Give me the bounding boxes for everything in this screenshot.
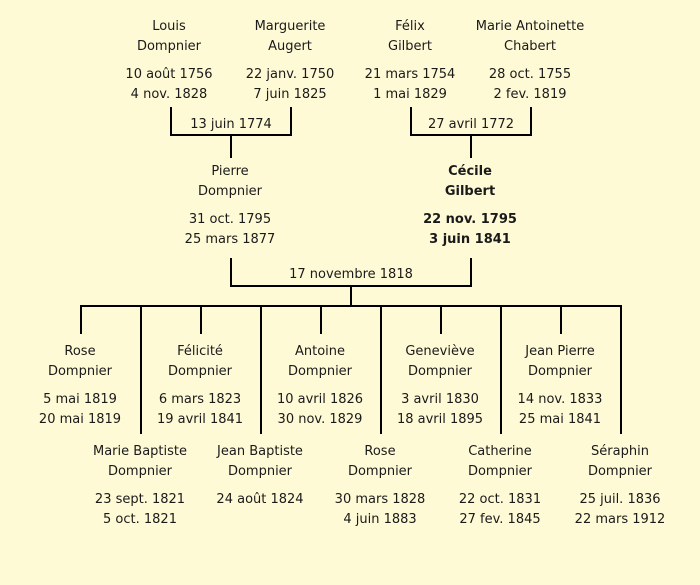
marriage-date-gp-left: 13 juin 1774: [190, 117, 272, 132]
death-date: 4 juin 1883: [343, 512, 417, 527]
birth-date: 25 juil. 1836: [579, 492, 661, 507]
first-name: Antoine: [294, 344, 346, 359]
birth-date: 10 avril 1826: [276, 392, 364, 407]
first-name: Rose: [64, 344, 96, 359]
death-date: 2 fev. 1819: [493, 87, 567, 102]
first-name: Marie Antoinette: [475, 19, 585, 34]
last-name: Dompnier: [407, 364, 473, 379]
birth-date: 22 janv. 1750: [245, 67, 335, 82]
first-name: Marguerite: [254, 19, 326, 34]
last-name: Dompnier: [227, 464, 293, 479]
last-name: Dompnier: [527, 364, 593, 379]
first-name: Geneviève: [405, 344, 475, 359]
birth-date: 10 août 1756: [125, 67, 213, 82]
last-name: Dompnier: [47, 364, 113, 379]
last-name: Dompnier: [136, 39, 202, 54]
person-child-7: Geneviève Dompnier 3 avril 1830 18 avril…: [375, 342, 505, 430]
birth-date: 3 avril 1830: [401, 392, 479, 407]
last-name: Chabert: [504, 39, 556, 54]
first-name: Félicité: [177, 344, 223, 359]
death-date: 20 mai 1819: [38, 412, 122, 427]
death-date: 22 mars 1912: [574, 512, 666, 527]
first-name: Séraphin: [591, 444, 649, 459]
death-date: 1 mai 1829: [373, 87, 447, 102]
first-name: Félix: [395, 19, 425, 34]
person-louis-dompnier: Louis Dompnier 10 août 1756 4 nov. 1828: [104, 17, 234, 105]
death-date: 18 avril 1895: [396, 412, 484, 427]
birth-date: 22 oct. 1831: [458, 492, 542, 507]
first-name: Louis: [152, 19, 186, 34]
death-date: 27 fev. 1845: [459, 512, 541, 527]
first-name: Cécile: [448, 164, 492, 179]
person-child-6: Rose Dompnier 30 mars 1828 4 juin 1883: [315, 442, 445, 530]
birth-date: 14 nov. 1833: [517, 392, 603, 407]
last-name: Augert: [268, 39, 312, 54]
person-child-2: Marie Baptiste Dompnier 23 sept. 1821 5 …: [75, 442, 205, 530]
birth-date: 30 mars 1828: [334, 492, 426, 507]
birth-date: 5 mai 1819: [43, 392, 117, 407]
person-child-1: Rose Dompnier 5 mai 1819 20 mai 1819: [15, 342, 145, 430]
person-child-4: Jean Baptiste Dompnier 24 août 1824: [195, 442, 325, 510]
last-name: Dompnier: [167, 364, 233, 379]
last-name: Dompnier: [467, 464, 533, 479]
person-child-5: Antoine Dompnier 10 avril 1826 30 nov. 1…: [255, 342, 385, 430]
birth-date: 22 nov. 1795: [423, 212, 517, 227]
death-date: 4 nov. 1828: [130, 87, 208, 102]
birth-date: 23 sept. 1821: [94, 492, 186, 507]
person-pierre-dompnier: Pierre Dompnier 31 oct. 1795 25 mars 187…: [165, 162, 295, 250]
last-name: Gilbert: [388, 39, 432, 54]
person-marie-antoinette-chabert: Marie Antoinette Chabert 28 oct. 1755 2 …: [460, 17, 600, 105]
first-name: Marie Baptiste: [93, 444, 187, 459]
person-marguerite-augert: Marguerite Augert 22 janv. 1750 7 juin 1…: [225, 17, 355, 105]
person-child-9: Jean Pierre Dompnier 14 nov. 1833 25 mai…: [495, 342, 625, 430]
marriage-date-gp-right: 27 avril 1772: [427, 117, 515, 132]
last-name: Gilbert: [444, 184, 496, 199]
birth-date: 6 mars 1823: [158, 392, 242, 407]
first-name: Jean Pierre: [525, 344, 595, 359]
last-name: Dompnier: [197, 184, 263, 199]
marriage-date-parents: 17 novembre 1818: [289, 267, 413, 282]
death-date: 3 juin 1841: [429, 232, 511, 247]
death-date: 30 nov. 1829: [277, 412, 363, 427]
birth-date: 28 oct. 1755: [488, 67, 572, 82]
person-child-8: Catherine Dompnier 22 oct. 1831 27 fev. …: [435, 442, 565, 530]
birth-date: 24 août 1824: [216, 492, 304, 507]
first-name: Pierre: [211, 164, 249, 179]
last-name: Dompnier: [587, 464, 653, 479]
last-name: Dompnier: [107, 464, 173, 479]
person-child-10: Séraphin Dompnier 25 juil. 1836 22 mars …: [555, 442, 685, 530]
person-child-3: Félicité Dompnier 6 mars 1823 19 avril 1…: [135, 342, 265, 430]
first-name: Jean Baptiste: [217, 444, 303, 459]
person-cecile-gilbert: Cécile Gilbert 22 nov. 1795 3 juin 1841: [405, 162, 535, 250]
birth-date: 31 oct. 1795: [188, 212, 272, 227]
last-name: Dompnier: [347, 464, 413, 479]
last-name: Dompnier: [287, 364, 353, 379]
death-date: 7 juin 1825: [253, 87, 327, 102]
death-date: 25 mai 1841: [518, 412, 602, 427]
first-name: Rose: [364, 444, 396, 459]
person-felix-gilbert: Félix Gilbert 21 mars 1754 1 mai 1829: [345, 17, 475, 105]
death-date: 25 mars 1877: [184, 232, 276, 247]
first-name: Catherine: [468, 444, 532, 459]
birth-date: 21 mars 1754: [364, 67, 456, 82]
death-date: 5 oct. 1821: [103, 512, 177, 527]
death-date: 19 avril 1841: [156, 412, 244, 427]
